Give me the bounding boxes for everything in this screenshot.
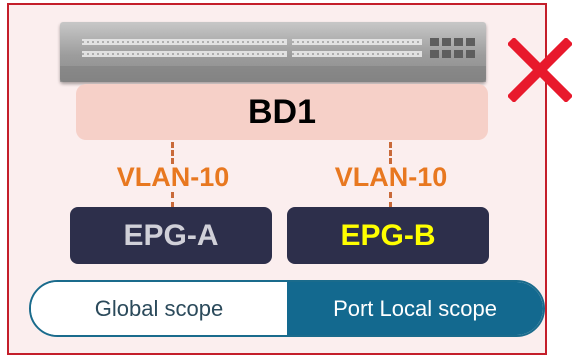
connector-line-left-upper — [171, 142, 174, 164]
port-local-scope-option[interactable]: Port Local scope — [287, 282, 543, 335]
scope-toggle[interactable]: Global scope Port Local scope — [29, 280, 545, 337]
vlan-label-left: VLAN-10 — [116, 162, 230, 192]
epg-a-label: EPG-A — [123, 218, 219, 252]
epg-b-box: EPG-B — [287, 207, 489, 264]
global-scope-option[interactable]: Global scope — [31, 282, 287, 335]
connector-line-right-lower — [389, 192, 392, 208]
bridge-domain-label: BD1 — [247, 92, 317, 131]
vlan-label-right: VLAN-10 — [334, 162, 448, 192]
red-x-icon — [508, 38, 572, 102]
connector-line-right-upper — [389, 142, 392, 164]
network-switch-image — [60, 22, 486, 82]
bridge-domain-box: BD1 — [76, 84, 488, 140]
epg-a-box: EPG-A — [70, 207, 272, 264]
switch-ports-graphic — [60, 38, 486, 82]
connector-line-left-lower — [171, 192, 174, 208]
epg-b-label: EPG-B — [340, 218, 436, 252]
